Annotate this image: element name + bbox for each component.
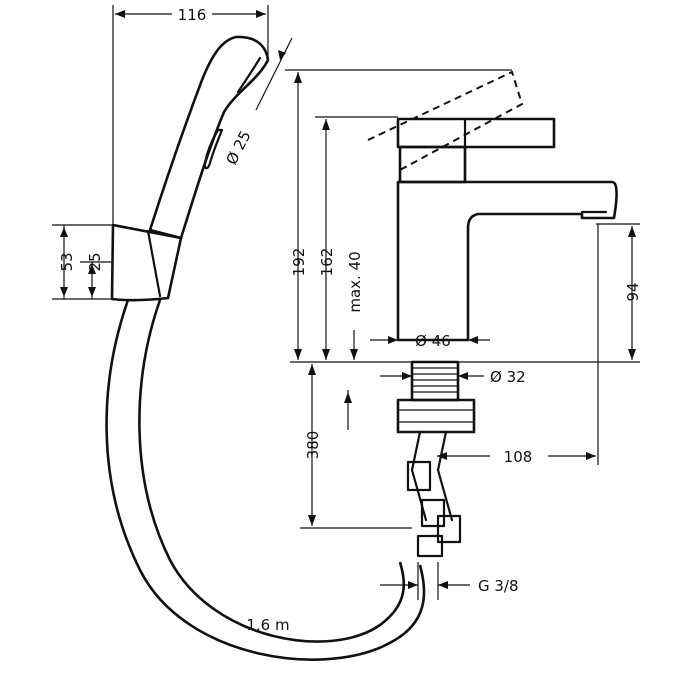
dim-25: 25 bbox=[86, 252, 104, 271]
dim-116: 116 bbox=[178, 6, 207, 24]
dim-g-3-8: G 3/8 bbox=[478, 577, 519, 595]
dim-max-40: max. 40 bbox=[346, 251, 364, 312]
dim-53: 53 bbox=[58, 252, 76, 271]
dim-dia-25: Ø 25 bbox=[222, 128, 254, 168]
shower-hose bbox=[105, 299, 426, 661]
dimension-labels: 116 Ø 25 53 25 192 162 max. 40 94 Ø 46 Ø… bbox=[58, 6, 642, 634]
dim-380: 380 bbox=[304, 431, 322, 460]
dim-162: 162 bbox=[318, 248, 336, 277]
dim-94: 94 bbox=[624, 282, 642, 301]
dim-hose-length: 1,6 m bbox=[246, 616, 289, 634]
dim-108: 108 bbox=[504, 448, 533, 466]
dim-192: 192 bbox=[290, 248, 308, 277]
hand-shower bbox=[148, 35, 270, 240]
dimension-lines bbox=[52, 5, 640, 600]
mixer-tap bbox=[367, 70, 618, 558]
dim-dia-32: Ø 32 bbox=[490, 368, 526, 386]
dim-dia-46: Ø 46 bbox=[415, 332, 451, 350]
wall-holder bbox=[110, 223, 183, 302]
